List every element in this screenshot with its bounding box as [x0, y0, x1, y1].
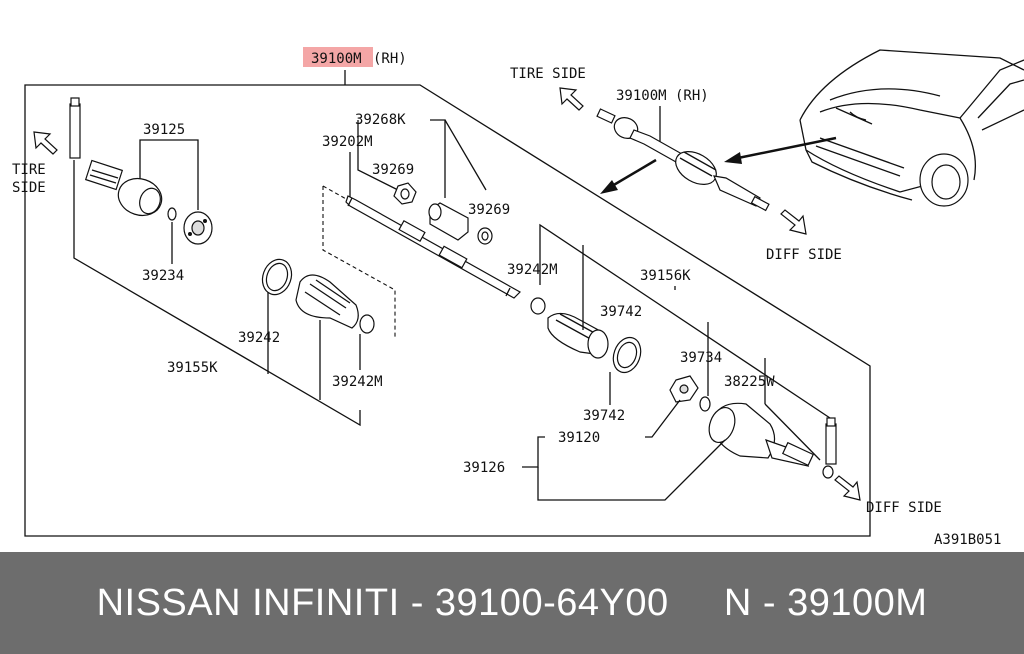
label-38225W[interactable]: 38225W	[724, 374, 775, 390]
outer-boot	[295, 274, 359, 329]
tire-side-arrow-icon-top	[559, 87, 584, 111]
tire-side-label-left-2: SIDE	[12, 180, 46, 196]
kit-dashed-outline	[322, 186, 396, 338]
leader-39126-b	[537, 439, 726, 501]
inset-pointer-arrow-left	[600, 158, 657, 194]
diff-side-label-top: DIFF SIDE	[766, 247, 842, 263]
leader-39268K-b	[444, 119, 487, 191]
label-39269-a[interactable]: 39269	[372, 162, 414, 178]
tire-side-label-left-1: TIRE	[12, 162, 46, 178]
part-39269-washer-b	[477, 227, 493, 245]
label-39126[interactable]: 39126	[463, 460, 505, 476]
footer-bar: NISSAN INFINITI - 39100-64Y00 N - 39100M	[0, 552, 1024, 654]
kit-dashed-outline-top	[322, 185, 349, 201]
inset-assembly-label[interactable]: 39100M (RH)	[616, 88, 709, 104]
tire-side-label-top: TIRE SIDE	[510, 66, 586, 82]
label-39268K[interactable]: 39268K	[355, 112, 406, 128]
part-39202M-shaft	[345, 195, 521, 299]
tire-side-stub-shaft	[69, 97, 81, 159]
diff-side-label-bottom: DIFF SIDE	[866, 500, 942, 516]
inset-pointer-arrow-right	[724, 136, 837, 164]
diff-side-arrow-icon-top	[780, 209, 807, 235]
label-39155K[interactable]: 39155K	[167, 360, 218, 376]
part-39742-boot-band	[612, 336, 642, 374]
footer-part-numbers: NISSAN INFINITI - 39100-64Y00 N - 39100M	[96, 581, 928, 624]
inner-boot	[547, 312, 609, 359]
leader-39125-b	[150, 139, 199, 210]
label-39202M[interactable]: 39202M	[322, 134, 373, 150]
leader-39126-a	[522, 436, 545, 468]
part-39242M-boot-band-right	[530, 297, 546, 315]
label-39234[interactable]: 39234	[142, 268, 184, 284]
label-39242-left[interactable]: 39242	[238, 330, 280, 346]
part-39126-inner-housing	[708, 402, 815, 467]
leader-39268K	[430, 119, 446, 198]
tire-side-arrow-icon	[33, 131, 58, 155]
label-39156K[interactable]: 39156K	[640, 268, 691, 284]
label-39269-b[interactable]: 39269	[468, 202, 510, 218]
part-39268K-damper	[428, 202, 469, 241]
part-39242-boot-band-left	[261, 258, 293, 296]
label-39734[interactable]: 39734	[680, 350, 722, 366]
assembly-part-highlight	[303, 47, 373, 67]
label-39120[interactable]: 39120	[558, 430, 600, 446]
diff-side-arrow-icon-bottom	[834, 475, 861, 501]
vehicle-outline	[799, 49, 1024, 207]
leader-39268K-c	[357, 120, 399, 191]
part-39120-spider	[669, 375, 699, 403]
label-39242M-left[interactable]: 39242M	[332, 374, 383, 390]
label-39242M-right[interactable]: 39242M	[507, 262, 558, 278]
outer-cv-joint	[84, 159, 163, 217]
label-39125[interactable]: 39125	[143, 122, 185, 138]
label-39742-a[interactable]: 39742	[600, 304, 642, 320]
part-39734-snap-ring	[699, 396, 711, 412]
part-39234-snap-ring	[167, 207, 177, 221]
label-39742-b[interactable]: 39742	[583, 408, 625, 424]
leader-39155K-bracket	[73, 160, 361, 427]
assembly-part-number[interactable]: 39100M	[311, 51, 362, 67]
drive-shaft-exploded-view: 39100M (RH) TIRE SIDE 39125 39234 39155K	[12, 47, 1024, 548]
part-39269-washer-a	[393, 182, 417, 205]
leader-39120	[645, 399, 681, 438]
leader-39156K-bracket	[539, 223, 834, 421]
assembly-part-suffix: (RH)	[373, 51, 407, 67]
part-39125-inner-race	[183, 211, 213, 245]
diff-side-stub-shaft	[822, 417, 837, 479]
part-39242M-boot-band-left	[359, 314, 375, 334]
assembly-frame	[24, 84, 871, 537]
figure-code: A391B051	[934, 532, 1001, 548]
inset-drive-shaft	[596, 108, 770, 212]
leader-38225W-b	[764, 403, 821, 461]
parts-diagram: 39100M (RH) TIRE SIDE 39125 39234 39155K	[12, 47, 1024, 548]
